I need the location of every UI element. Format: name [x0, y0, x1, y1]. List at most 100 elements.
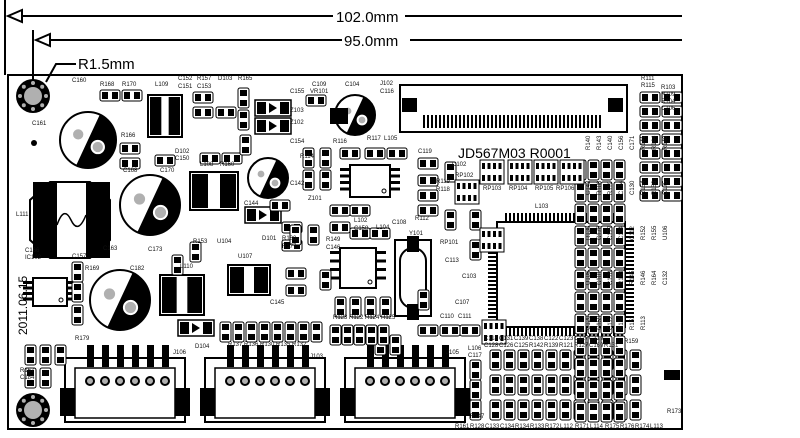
housing-inner: [354, 367, 456, 419]
designator-c174: C174: [619, 180, 625, 195]
pad: [590, 172, 597, 178]
designator-c138: C138: [529, 336, 544, 342]
pin: [626, 240, 634, 242]
pad: [548, 402, 555, 408]
pin: [451, 115, 453, 128]
smd-component: [237, 87, 250, 109]
ic-pin: [391, 187, 400, 191]
pad: [642, 150, 648, 157]
pad: [664, 192, 670, 199]
designator-r174: R174: [635, 424, 650, 430]
designator-c133: C133: [485, 424, 500, 430]
designator-r136: R136: [244, 342, 259, 348]
pad: [541, 175, 545, 181]
pad: [57, 357, 64, 363]
pad: [489, 335, 493, 341]
pad: [674, 108, 680, 115]
pin: [587, 115, 589, 128]
ic-pin: [391, 168, 400, 171]
pad: [603, 250, 610, 256]
smd-component: [613, 269, 626, 291]
pin: [488, 276, 496, 278]
designator-r171: R171: [575, 424, 590, 430]
components: [16, 79, 683, 427]
pad: [270, 209, 279, 221]
pin: [626, 248, 634, 250]
pin: [557, 328, 559, 336]
smd-component: [531, 399, 544, 421]
pin: [626, 268, 634, 270]
pad: [242, 137, 249, 143]
pin: [626, 260, 634, 262]
smd-component: [289, 224, 302, 246]
via: [21, 417, 26, 422]
smd-component: [613, 335, 626, 357]
designator-r122: R122: [349, 315, 364, 321]
smd-component: [353, 324, 366, 346]
pin: [479, 115, 481, 128]
pad: [652, 94, 658, 101]
pad: [520, 352, 527, 358]
pad: [487, 231, 491, 237]
pin: [488, 268, 496, 270]
smd-component: [587, 379, 600, 401]
pin: [488, 308, 496, 310]
designator-u105: U105: [586, 270, 592, 285]
pad: [27, 380, 34, 386]
pad: [552, 163, 556, 169]
smd-component: [600, 181, 613, 203]
designator-r113: R113: [641, 315, 647, 330]
pad: [573, 175, 576, 181]
pad: [313, 334, 320, 340]
pad: [342, 207, 348, 214]
pin: [439, 115, 441, 128]
pad: [274, 334, 281, 340]
pin: [531, 115, 533, 128]
pad: [472, 362, 479, 368]
ic-pin: [391, 174, 400, 178]
smd-component: [297, 321, 310, 343]
connector-j102: [399, 84, 628, 133]
pad: [420, 292, 427, 298]
pin: [488, 292, 496, 294]
resistor-pack: [533, 159, 559, 185]
pad: [284, 242, 290, 249]
pad: [577, 316, 584, 322]
designator-r176: R176: [620, 424, 635, 430]
pad: [674, 150, 680, 157]
pad: [174, 257, 181, 263]
pad: [447, 222, 454, 228]
pad: [368, 327, 375, 333]
ic-pin: [377, 276, 386, 280]
pad: [664, 94, 670, 101]
pad: [616, 316, 623, 322]
smd-component: [99, 89, 121, 102]
pin: [555, 115, 557, 128]
smd-component: [600, 291, 613, 313]
pad: [420, 302, 427, 308]
pad: [562, 412, 569, 418]
designator-r172: R172: [545, 424, 560, 430]
pad: [122, 160, 128, 167]
pin: [463, 115, 465, 128]
pad: [616, 338, 623, 344]
smd-component: [531, 349, 544, 371]
pad: [520, 402, 527, 408]
smd-component: [517, 349, 530, 371]
smd-component: [171, 254, 184, 276]
smd-component: [302, 147, 315, 169]
pad: [202, 155, 208, 162]
smd-component: [574, 379, 587, 401]
smd-component: [545, 374, 558, 396]
designator-c106: C106: [661, 106, 676, 112]
designator-c166: C166: [25, 248, 40, 254]
smd-component: [613, 357, 626, 379]
pad: [487, 175, 491, 181]
pad: [420, 160, 426, 167]
designator-r143: R143: [597, 135, 603, 150]
ic-body: [339, 247, 377, 289]
pad: [310, 227, 317, 233]
pad: [352, 230, 358, 237]
pad: [212, 155, 218, 162]
